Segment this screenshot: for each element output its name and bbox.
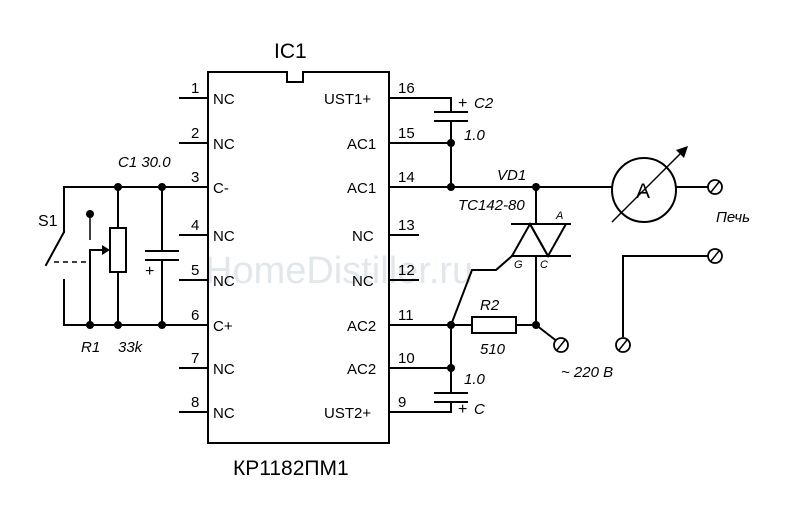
pin-name: NC — [352, 228, 374, 245]
pin-number: 5 — [191, 262, 199, 279]
ic-right-pin-labels: 16 UST1+ 15 AC1 14 AC1 13 NC 12 NC 11 AC… — [324, 80, 415, 422]
pin-name: NC — [213, 228, 235, 245]
load-wiring — [534, 255, 716, 344]
pin-name: NC — [213, 91, 235, 108]
ic-ref-label: IC1 — [274, 40, 307, 63]
vd1-ref: VD1 — [497, 167, 526, 184]
junctions-right — [447, 139, 540, 372]
pin-name: NC — [213, 136, 235, 153]
pin-name: NC — [213, 361, 235, 378]
r2-value: 510 — [480, 341, 506, 358]
pin-name: C+ — [213, 318, 233, 335]
c2-value: 1.0 — [464, 127, 486, 144]
pin-name: NC — [213, 405, 235, 422]
vd1-part: TC142-80 — [458, 197, 525, 214]
r1-ref: R1 — [81, 339, 100, 356]
mains-label: ~ 220 В — [561, 364, 613, 381]
pin-number: 11 — [398, 307, 414, 324]
pin-name: UST2+ — [324, 405, 371, 422]
triac-g-label: G — [514, 259, 523, 271]
c2-plus: + — [458, 95, 467, 112]
pin-name: AC2 — [347, 318, 376, 335]
ic-left-pins — [63, 97, 209, 413]
triac-c-label: C — [540, 259, 548, 271]
resistor-r1: R1 33k — [81, 186, 144, 356]
pin-name: NC — [213, 273, 235, 290]
resistor-r2: R2 510 — [471, 297, 537, 358]
pin-number: 7 — [191, 350, 199, 367]
pin-number: 1 — [191, 80, 199, 97]
switch-label: S1 — [38, 213, 58, 230]
load-label: Печь — [716, 209, 750, 226]
pin-number: 15 — [398, 125, 415, 142]
pin-number: 6 — [191, 307, 199, 324]
switch-s1: S1 — [38, 186, 86, 326]
junctions-left — [86, 183, 166, 329]
pin-number: 4 — [191, 217, 199, 234]
pin-number: 16 — [398, 80, 415, 97]
pin-number: 14 — [398, 169, 415, 186]
c1-plus: + — [145, 263, 154, 280]
r2-ref: R2 — [480, 297, 500, 314]
ic-left-pin-labels: 1 NC 2 NC 3 C- 4 NC 5 NC 6 C+ 7 NC 8 NC — [191, 80, 235, 422]
ic-right-pins — [388, 97, 613, 413]
capacitor-c1: + C1 30.0 — [118, 154, 179, 326]
pin-number: 12 — [398, 262, 415, 279]
pin-name: AC2 — [347, 361, 376, 378]
pin-name: AC1 — [347, 136, 376, 153]
pin-name: C- — [213, 180, 229, 197]
pin-number: 13 — [398, 217, 415, 234]
watermark: HomeDistiller.ru — [205, 250, 473, 292]
c-bottom-plus: + — [458, 401, 467, 418]
pin-name: AC1 — [347, 180, 376, 197]
pin-number: 2 — [191, 125, 199, 142]
pin-number: 8 — [191, 394, 199, 411]
pin-name: NC — [352, 273, 374, 290]
capacitor-c-bottom: 1.0 + C — [434, 324, 486, 418]
r1-value: 33k — [118, 339, 144, 356]
pin-name: UST1+ — [324, 91, 371, 108]
c-bottom-ref: C — [474, 401, 485, 418]
ic-body — [207, 71, 390, 444]
capacitor-c2: + C2 1.0 — [434, 95, 494, 188]
triac-vd1: A G C VD1 TC142-80 — [449, 167, 571, 327]
pin-number: 9 — [398, 394, 406, 411]
pin-number: 10 — [398, 350, 415, 367]
terminals: Печь ~ 220 В — [553, 179, 750, 381]
ic-part-label: КР1182ПМ1 — [233, 457, 349, 480]
ammeter: A — [611, 146, 716, 223]
triac-a-label: A — [555, 210, 563, 222]
c2-ref: C2 — [474, 95, 494, 112]
pin-number: 3 — [191, 169, 199, 186]
c1-label: C1 30.0 — [118, 154, 171, 171]
c-bottom-value: 1.0 — [464, 371, 486, 388]
